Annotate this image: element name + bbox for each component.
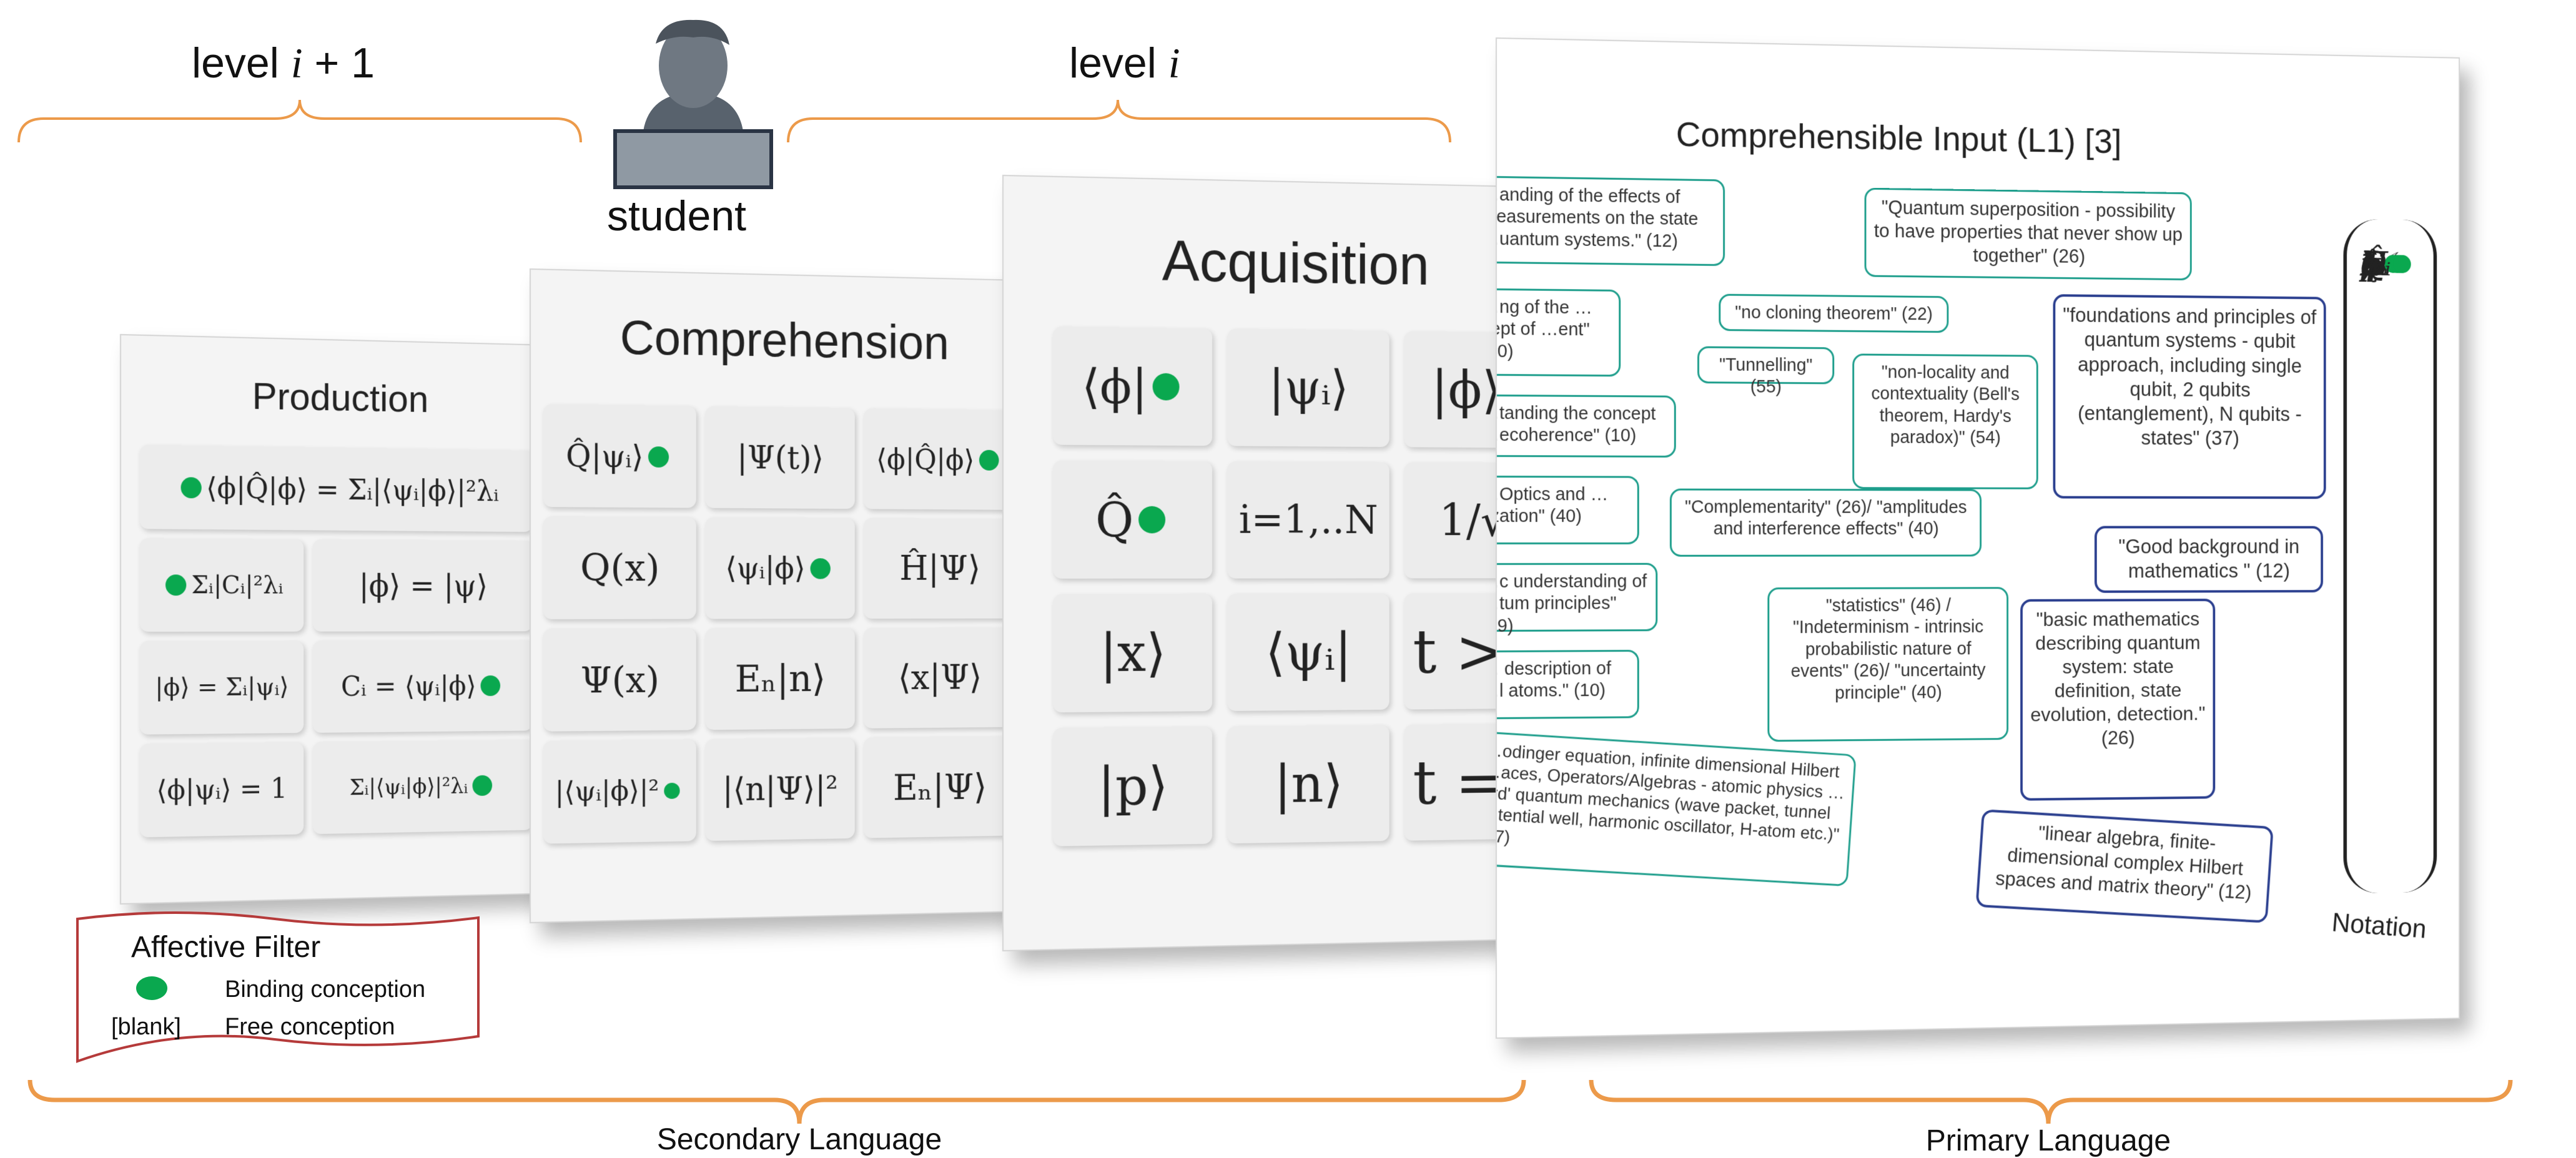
binding-dot bbox=[472, 775, 493, 797]
acquisition-cell: |ψᵢ⟩ bbox=[1227, 328, 1389, 448]
binding-dot bbox=[165, 574, 187, 596]
binding-dot bbox=[810, 557, 831, 579]
concept-box: "non-locality and contextuality (Bell's … bbox=[1852, 353, 2038, 489]
concept-box: "Good background in mathematics " (12) bbox=[2094, 526, 2323, 593]
level-current-brace bbox=[787, 99, 1451, 143]
concept-box: "no cloning theorem" (22) bbox=[1719, 293, 1949, 333]
primary-title: Comprehensible Input (L1) [3] bbox=[1675, 114, 2122, 161]
level-prefix: level bbox=[1069, 39, 1168, 87]
production-cell: |ϕ⟩ = |ψ⟩ bbox=[312, 539, 533, 632]
concept-box: "basic mathematics describing quantum sy… bbox=[2020, 599, 2216, 801]
acquisition-panel: Acquisition ⟨ϕ| |ψᵢ⟩ |ϕ⟩ Q̂ i=1,..N 1/√2… bbox=[1002, 175, 1582, 951]
notation-symbol: Cᵢ bbox=[2361, 237, 2415, 291]
binding-dot bbox=[180, 476, 202, 498]
concept-box: "Tunnelling" (55) bbox=[1697, 346, 1835, 397]
level-next-brace bbox=[17, 99, 582, 143]
comprehension-cell: Ĥ|Ψ⟩ bbox=[864, 518, 1016, 619]
comprehension-cell: |⟨n|Ψ⟩|² bbox=[705, 737, 855, 842]
comprehension-cell: |Ψ(t)⟩ bbox=[705, 406, 855, 509]
comprehension-cell: ⟨x|Ψ⟩ bbox=[864, 627, 1016, 729]
legend-item-free: Free conception bbox=[225, 1014, 395, 1040]
production-cell: ⟨ϕ|Q̂|ϕ⟩ = Σᵢ|⟨ψᵢ|ϕ⟩|²λᵢ bbox=[139, 444, 533, 532]
binding-dot bbox=[1138, 506, 1166, 534]
production-cell: Σᵢ|Cᵢ|²λᵢ bbox=[139, 538, 304, 632]
level-var: i bbox=[1168, 39, 1180, 87]
acquisition-cell: ⟨ψᵢ| bbox=[1227, 593, 1389, 711]
concept-box: …c understanding of …tum principles" (39… bbox=[1496, 562, 1658, 636]
comprehension-cell: Q̂|ψᵢ⟩ bbox=[543, 404, 696, 508]
concept-box: …ng of the …cept of …ent" (40) bbox=[1496, 288, 1621, 377]
concept-box: "foundations and principles of quantum s… bbox=[2053, 294, 2326, 499]
binding-dot bbox=[2393, 255, 2411, 273]
level-suffix: + 1 bbox=[302, 39, 375, 87]
comprehension-cell: Ψ(x) bbox=[543, 628, 696, 732]
concept-box: …anding of the effects of measurements o… bbox=[1496, 175, 1725, 267]
legend-blank-marker: [blank] bbox=[111, 1014, 181, 1040]
comprehension-cell: ⟨ϕ|Q̂|ϕ⟩ bbox=[864, 408, 1016, 510]
concept-box: …odinger equation, infinite dimensional … bbox=[1496, 730, 1857, 887]
level-next-label: level i + 1 bbox=[192, 39, 375, 88]
concept-box: "Quantum superposition - possibility to … bbox=[1864, 187, 2192, 281]
comprehension-cell: Q(x) bbox=[543, 516, 696, 619]
comprehension-cell: Eₙ|Ψ⟩ bbox=[864, 736, 1016, 838]
production-cell: |ϕ⟩ = Σᵢ|ψᵢ⟩ bbox=[139, 640, 304, 735]
notation-bracket bbox=[2343, 218, 2437, 894]
binding-dot bbox=[480, 675, 501, 697]
production-cell: Σᵢ|⟨ψᵢ|ϕ⟩|²λᵢ bbox=[312, 739, 533, 835]
level-current-label: level i bbox=[1069, 39, 1180, 88]
production-cell: Cᵢ = ⟨ψᵢ|ϕ⟩ bbox=[312, 640, 533, 733]
acquisition-cell: Q̂ bbox=[1053, 460, 1213, 579]
comprehension-title: Comprehension bbox=[619, 309, 949, 370]
production-panel: Production ⟨ϕ|Q̂|ϕ⟩ = Σᵢ|⟨ψᵢ|ϕ⟩|²λᵢ Σᵢ|C… bbox=[120, 334, 554, 905]
concept-box: "statistics" (46) / "Indeterminism - int… bbox=[1767, 587, 2009, 742]
concept-box: "linear algebra, finite-dimensional comp… bbox=[1975, 809, 2274, 923]
binding-dot bbox=[1152, 373, 1180, 401]
secondary-brace bbox=[27, 1079, 1526, 1124]
concept-box: … description of …l atoms." (10) bbox=[1496, 649, 1639, 720]
concept-box: …tanding the concept …ecoherence" (10) bbox=[1496, 394, 1676, 458]
level-prefix: level bbox=[192, 39, 291, 87]
student-icon bbox=[613, 19, 773, 189]
concept-box: …Optics and …tization" (40) bbox=[1496, 475, 1639, 545]
acquisition-cell: ⟨ϕ| bbox=[1053, 326, 1213, 446]
production-cell: ⟨ϕ|ψᵢ⟩ = 1 bbox=[139, 742, 304, 838]
legend-frame bbox=[76, 911, 480, 1063]
production-title: Production bbox=[252, 375, 429, 421]
acquisition-cell: |n⟩ bbox=[1227, 725, 1389, 844]
legend-item-binding: Binding conception bbox=[225, 976, 426, 1003]
level-var: i bbox=[290, 39, 303, 87]
comprehension-cell: Eₙ|n⟩ bbox=[705, 627, 855, 730]
acquisition-title: Acquisition bbox=[1162, 229, 1429, 297]
binding-dot bbox=[664, 782, 680, 799]
concept-box: "Complementarity" (26)/ "amplitudes and … bbox=[1669, 488, 1982, 557]
student-label: student bbox=[607, 192, 747, 240]
binding-dot bbox=[648, 446, 669, 468]
primary-brace bbox=[1589, 1079, 2513, 1124]
acquisition-cell: |p⟩ bbox=[1053, 726, 1213, 846]
comprehension-panel: Comprehension Q̂|ψᵢ⟩ |Ψ(t)⟩ ⟨ϕ|Q̂|ϕ⟩ Q(x… bbox=[530, 268, 1035, 923]
comprehension-cell: ⟨ψᵢ|ϕ⟩ bbox=[705, 517, 855, 619]
notation-label: Notation bbox=[2331, 907, 2428, 945]
comprehension-cell: |⟨ψᵢ|ϕ⟩|² bbox=[543, 739, 696, 844]
binding-dot bbox=[979, 449, 999, 471]
secondary-language-label: Secondary Language bbox=[656, 1123, 942, 1156]
acquisition-cell: i=1,..N bbox=[1227, 461, 1389, 579]
legend-dot-marker bbox=[136, 976, 167, 1000]
affective-filter-legend: Affective Filter Binding conception [bla… bbox=[75, 911, 481, 1067]
primary-language-label: Primary Language bbox=[1925, 1124, 2171, 1157]
acquisition-cell: |x⟩ bbox=[1053, 594, 1213, 713]
primary-panel: Comprehensible Input (L1) [3] …anding of… bbox=[1496, 37, 2460, 1039]
legend-title: Affective Filter bbox=[131, 931, 321, 964]
